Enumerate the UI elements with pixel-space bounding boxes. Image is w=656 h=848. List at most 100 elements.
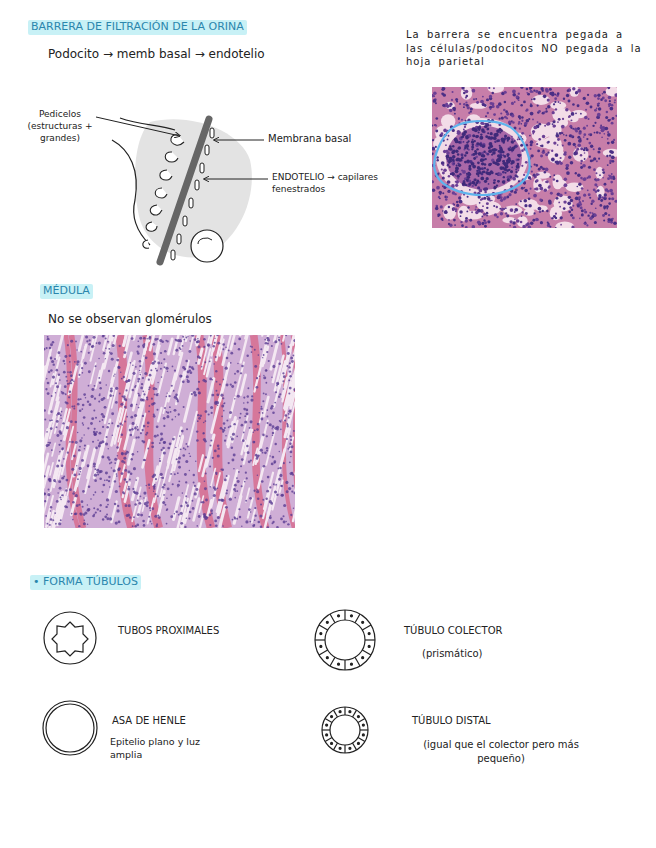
nucleus: [452, 155, 456, 159]
nucleus: [498, 128, 501, 131]
nucleus: [538, 168, 541, 171]
tubule-lumen: [234, 496, 241, 523]
nucleus: [440, 218, 443, 221]
nucleus: [588, 193, 591, 196]
barrier-sketch: [96, 117, 268, 262]
nucleus: [586, 148, 589, 151]
nucleus: [514, 211, 516, 213]
nucleus: [175, 447, 176, 448]
nucleus: [105, 338, 107, 340]
nucleus: [280, 518, 283, 521]
nucleus: [224, 427, 226, 429]
nucleus: [172, 438, 175, 441]
nucleus: [466, 159, 470, 163]
nucleus: [472, 153, 475, 156]
nucleus: [452, 162, 456, 166]
nucleus: [448, 223, 450, 225]
nucleus: [468, 182, 471, 185]
nucleus: [147, 426, 149, 428]
nucleus: [490, 144, 492, 146]
nucleus: [614, 93, 617, 97]
tubule-lumen: [280, 480, 283, 492]
nucleus: [469, 165, 472, 168]
nucleus: [588, 166, 591, 169]
tubule-lumen: [225, 335, 234, 356]
nucleus: [465, 101, 467, 103]
tubule-lumen: [54, 449, 63, 486]
nucleus: [66, 426, 69, 429]
nucleus: [436, 205, 439, 208]
nucleus: [73, 381, 74, 382]
podocyte-outline: [112, 140, 150, 245]
nucleus: [493, 205, 495, 207]
nucleus: [94, 432, 97, 435]
nucleus: [563, 134, 565, 136]
nucleus: [518, 180, 520, 182]
nucleus: [223, 410, 225, 412]
nucleus: [457, 175, 460, 178]
tubule-lumen: [531, 123, 552, 138]
nucleus: [470, 107, 473, 110]
nucleus: [549, 92, 552, 95]
nucleus: [114, 458, 117, 461]
nucleus: [271, 428, 272, 429]
nucleus: [62, 392, 65, 395]
nucleus: [136, 426, 138, 428]
nucleus: [436, 156, 438, 158]
nucleus: [221, 405, 224, 408]
nucleus: [210, 440, 212, 442]
tubule-lumen: [118, 439, 121, 451]
nucleus: [603, 91, 606, 94]
nucleus: [457, 147, 460, 150]
nucleus: [267, 337, 270, 340]
nucleus: [442, 192, 444, 194]
nucleus: [560, 216, 563, 219]
nucleus: [499, 145, 501, 147]
nucleus: [604, 99, 607, 102]
nucleus: [569, 134, 572, 137]
nucleus: [278, 337, 280, 339]
nucleus: [448, 206, 450, 208]
nucleus: [50, 506, 52, 508]
nucleus: [442, 164, 444, 166]
tubule-lumen: [44, 354, 50, 392]
nucleus: [489, 124, 491, 126]
nucleus: [586, 101, 590, 105]
nucleus: [109, 486, 110, 487]
nucleus: [476, 135, 479, 138]
nucleus: [590, 145, 593, 148]
nucleus: [453, 163, 455, 165]
nucleus: [185, 449, 187, 451]
nucleus: [119, 422, 122, 425]
nucleus: [512, 90, 516, 94]
nucleus: [60, 519, 62, 521]
nucleus: [249, 497, 252, 500]
nucleus: [538, 207, 542, 211]
nucleus: [533, 194, 537, 198]
nucleus: [463, 129, 465, 131]
nucleus: [602, 177, 604, 179]
nucleus: [257, 498, 259, 500]
nucleus: [510, 208, 514, 212]
nucleus: [471, 146, 474, 149]
tubule-lumen: [83, 446, 88, 465]
tubule-lumen: [99, 364, 103, 380]
nucleus: [489, 95, 492, 98]
nucleus: [459, 210, 462, 213]
nucleus: [496, 184, 498, 186]
nucleus: [156, 393, 159, 396]
nucleus: [545, 89, 549, 93]
nucleus: [554, 101, 556, 103]
tubule-lumen: [503, 206, 522, 215]
nucleus: [132, 422, 135, 425]
nucleus: [528, 204, 532, 208]
nucleus: [149, 386, 151, 388]
nucleus: [555, 134, 559, 138]
nucleus: [130, 416, 133, 419]
nucleus: [266, 422, 268, 424]
nucleus: [540, 87, 543, 90]
nucleus: [491, 200, 493, 202]
nucleus: [453, 204, 455, 206]
tubule-lumen: [211, 399, 219, 433]
nucleus: [82, 424, 84, 426]
